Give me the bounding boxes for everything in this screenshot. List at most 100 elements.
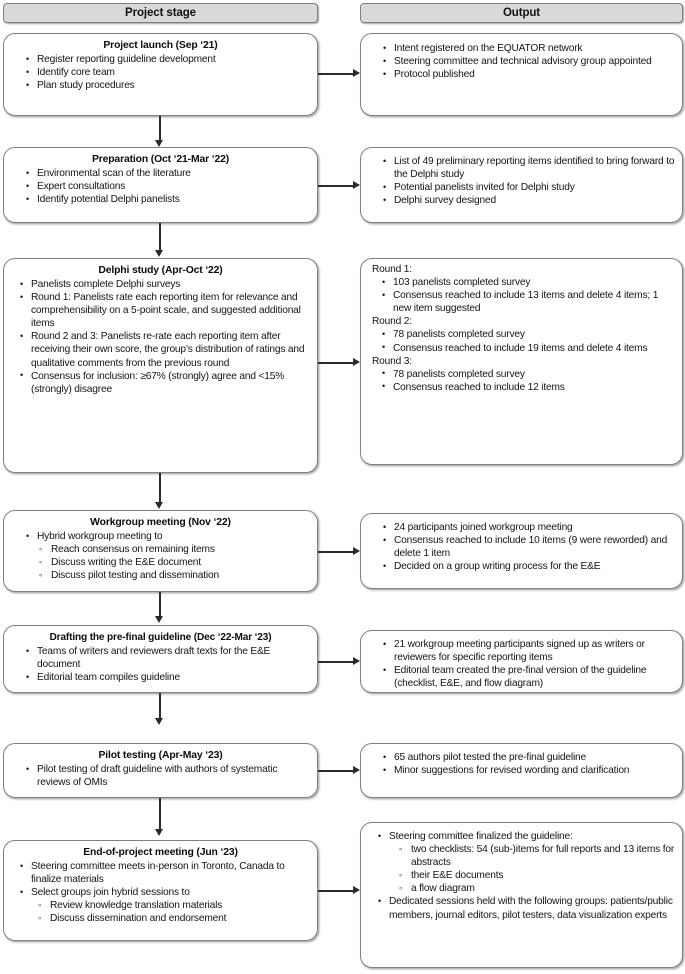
round-label: Round 2: [372,316,412,328]
list-item: Steering committee finalized the guideli… [378,829,675,843]
round-2-items: 78 panelists completed survey Consensus … [368,328,675,354]
list-item: Environmental scan of the literature [26,166,310,180]
arrowhead-right-stage2 [353,181,360,190]
list-item: Discuss dissemination and endorsement [38,912,310,925]
column-header-project-stage-label: Project stage [125,7,196,19]
stage-bullets-drafting-guideline: Teams of writers and reviewers draft tex… [11,644,310,684]
connector-h-stage2 [318,185,354,187]
stage-subbullets-end-of-project-meeting: Review knowledge translation materials D… [11,899,310,925]
list-item: 24 participants joined workgroup meeting [383,520,675,534]
connector-v-stage4-stage5 [159,592,161,617]
output-box-end-of-project-meeting: Steering committee finalized the guideli… [360,822,683,968]
stage-box-preparation: Preparation (Oct ‘21-Mar ‘22) Environmen… [3,147,318,223]
stage-box-delphi-study: Delphi study (Apr-Oct ‘22) Panelists com… [3,258,318,473]
stage-title-pilot-testing: Pilot testing (Apr-May ‘23) [98,750,223,761]
output-bullets-pilot-testing: 65 authors pilot tested the pre-final gu… [368,748,675,777]
arrowhead-right-stage6 [353,766,360,775]
list-item: Teams of writers and reviewers draft tex… [26,644,310,671]
output-box-preparation: List of 49 preliminary reporting items i… [360,147,683,223]
list-item: 78 panelists completed survey [382,328,675,341]
output-bullets-workgroup-meeting: 24 participants joined workgroup meeting… [368,518,675,573]
stage-bullets-pilot-testing: Pilot testing of draft guideline with au… [11,762,310,789]
list-item: Delphi survey designed [383,194,675,207]
output-box-workgroup-meeting: 24 participants joined workgroup meeting… [360,513,683,589]
list-item: Pilot testing of draft guideline with au… [26,762,310,789]
list-item: their E&E documents [399,869,675,882]
round-3-items: 78 panelists completed survey Consensus … [368,367,675,394]
list-item: Reach consensus on remaining items [39,543,310,556]
list-item: List of 49 preliminary reporting items i… [383,154,675,181]
list-item: 65 authors pilot tested the pre-final gu… [383,750,675,764]
list-item: Plan study procedures [26,79,310,92]
list-item: Minor suggestions for revised wording an… [383,764,675,777]
column-header-project-stage: Project stage [3,3,318,23]
output-box-drafting-guideline: 21 workgroup meeting participants signed… [360,630,683,693]
output-subbullets-end-of-project: two checklists: 54 (sub-)items for full … [368,843,675,895]
list-item: two checklists: 54 (sub-)items for full … [399,843,675,869]
stage-box-end-of-project-meeting: End-of-project meeting (Jun ‘23) Steerin… [3,840,318,941]
list-item: a flow diagram [399,882,675,895]
connector-v-stage6-stage7 [159,798,161,830]
list-item: Potential panelists invited for Delphi s… [383,181,675,194]
arrowhead-down-stage5 [155,616,164,623]
stage-title-preparation: Preparation (Oct ‘21-Mar ‘22) [91,154,230,165]
list-item: Consensus for inclusion: ≥67% (strongly)… [20,369,310,396]
stage-title-workgroup-meeting: Workgroup meeting (Nov ‘22) [90,517,231,528]
connector-h-stage7 [318,890,354,892]
stage-subbullets-workgroup-meeting: Reach consensus on remaining items Discu… [11,543,310,582]
connector-h-stage1 [318,73,354,75]
list-item: Round 1: Panelists rate each reporting i… [20,291,310,330]
connector-v-stage2-stage3 [159,223,161,251]
list-item: Decided on a group writing process for t… [383,560,675,573]
output-box-project-launch: Intent registered on the EQUATOR network… [360,33,683,116]
list-item: Consensus reached to include 12 items [382,380,675,394]
list-item: Intent registered on the EQUATOR network [383,41,675,55]
stage-title-project-launch: Project launch (Sep ‘21) [103,40,218,51]
list-item: Review knowledge translation materials [38,899,310,912]
list-item: 103 panelists completed survey [382,276,675,289]
round-label: Round 1: [372,264,412,275]
stage-box-workgroup-meeting: Workgroup meeting (Nov ‘22) Hybrid workg… [3,510,318,592]
stage-bullets-end-of-project-meeting: Steering committee meets in-person in To… [11,859,310,899]
stage-title-delphi-study: Delphi study (Apr-Oct ‘22) [98,265,223,276]
connector-h-stage4 [318,551,354,553]
stage-bullets-preparation: Environmental scan of the literature Exp… [11,166,310,206]
connector-h-stage6 [318,770,354,772]
output-box-delphi-study: Round 1: 103 panelists completed survey … [360,258,683,465]
connector-h-stage3 [318,362,354,364]
list-item: Steering committee and technical advisor… [383,55,675,68]
arrowhead-down-stage2 [155,140,164,147]
arrowhead-down-stage7 [155,829,164,836]
list-item: Consensus reached to include 13 items an… [382,289,675,315]
arrowhead-right-stage1 [353,69,360,78]
list-item: Editorial team created the pre-final ver… [383,664,675,690]
column-header-output-label: Output [502,7,541,19]
stage-bullets-delphi-study: Panelists complete Delphi surveys Round … [11,277,310,396]
connector-v-stage1-stage2 [159,116,161,141]
arrowhead-down-stage6 [155,718,164,725]
output-bullets-drafting-guideline: 21 workgroup meeting participants signed… [368,635,675,690]
stage-bullets-workgroup-meeting: Hybrid workgroup meeting to [11,529,310,543]
list-item: Round 2 and 3: Panelists re-rate each re… [20,330,310,369]
connector-v-stage5-stage6 [159,693,161,719]
stage-title-drafting-guideline: Drafting the pre-final guideline (Dec ‘2… [49,632,272,643]
arrowhead-right-stage7 [353,886,360,895]
output-bullets-preparation: List of 49 preliminary reporting items i… [368,152,675,207]
output-round-1: Round 1: 103 panelists completed survey … [368,263,675,315]
output-round-3: Round 3: 78 panelists completed survey C… [368,355,675,394]
list-item: Consensus reached to include 10 items (9… [383,534,675,560]
arrowhead-right-stage5 [353,657,360,666]
list-item: Discuss pilot testing and dissemination [39,569,310,582]
list-item: Select groups join hybrid sessions to [20,886,310,899]
output-bullets-end-of-project-lead: Steering committee finalized the guideli… [368,827,675,843]
column-header-output: Output [360,3,683,23]
list-item: Dedicated sessions held with the followi… [378,895,675,921]
arrowhead-right-stage4 [353,547,360,556]
list-item: Hybrid workgroup meeting to [26,529,310,543]
list-item: Identify core team [26,66,310,79]
list-item: Discuss writing the E&E document [39,556,310,569]
arrowhead-right-stage3 [353,358,360,367]
list-item: Consensus reached to include 19 items an… [382,341,675,355]
list-item: 21 workgroup meeting participants signed… [383,637,675,664]
